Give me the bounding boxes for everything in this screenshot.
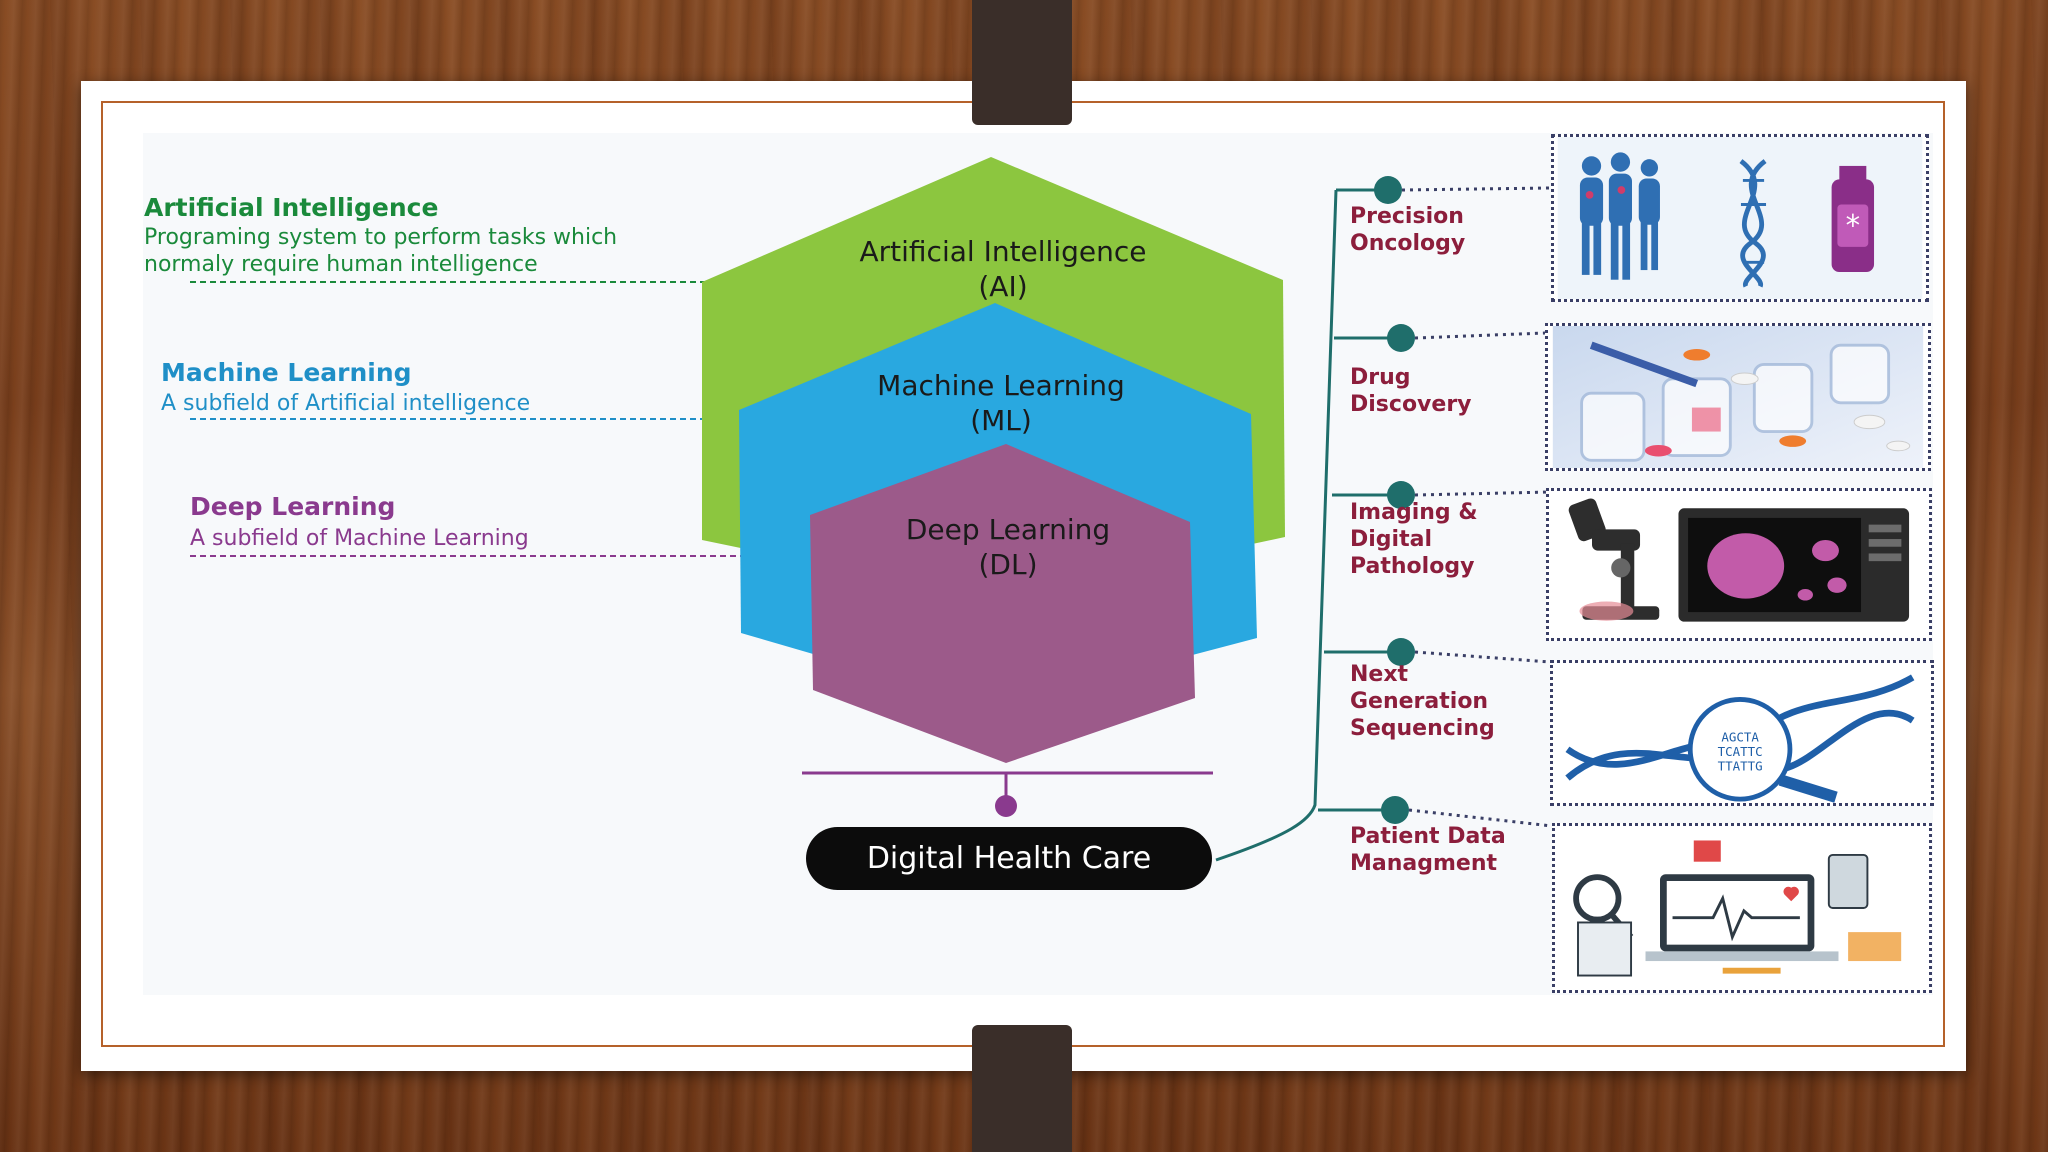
ml-definition-line-1: A subfield of Artificial intelligence bbox=[161, 391, 531, 416]
panel-connector-1 bbox=[1401, 186, 1551, 192]
panel-connector-3 bbox=[1414, 490, 1551, 497]
ai-hexagon-label-line-2: (AI) bbox=[978, 270, 1028, 303]
ai-hexagon-label: Artificial Intelligence (AI) bbox=[793, 234, 1213, 304]
pathology-illustration bbox=[1553, 491, 1925, 638]
dna-icon bbox=[1739, 159, 1767, 288]
app-label-drug-discovery: Drug Discovery bbox=[1350, 365, 1472, 417]
ml-hexagon-label: Machine Learning (ML) bbox=[791, 368, 1211, 438]
dl-definition-title: Deep Learning bbox=[190, 492, 396, 521]
panel-connector-2 bbox=[1414, 331, 1546, 340]
tree-curve bbox=[1215, 189, 1338, 862]
panel-connector-4 bbox=[1414, 650, 1551, 664]
ai-definition-line-1: Programing system to perform tasks which bbox=[144, 225, 618, 250]
blood-bag-icon bbox=[1693, 840, 1721, 862]
app-node-1 bbox=[1374, 176, 1402, 204]
ai-definition-title: Artificial Intelligence bbox=[144, 193, 439, 222]
clipboard-icon bbox=[1577, 921, 1633, 977]
sequence-line-3: TTATTG bbox=[1718, 758, 1763, 773]
patient-data-image bbox=[1552, 823, 1932, 993]
stethoscope-icon bbox=[1573, 874, 1622, 923]
connector-dot bbox=[995, 795, 1017, 817]
dl-hexagon-label-line-2: (DL) bbox=[978, 548, 1038, 581]
svg-text:*: * bbox=[1846, 208, 1860, 242]
patient-data-illustration bbox=[1558, 826, 1926, 990]
app-label-ngs: Next Generation Sequencing bbox=[1350, 662, 1495, 741]
petri-dish-icon bbox=[1579, 601, 1634, 621]
people-icon bbox=[1579, 152, 1660, 280]
ai-hexagon-label-line-1: Artificial Intelligence bbox=[859, 235, 1147, 268]
ml-hexagon-label-line-1: Machine Learning bbox=[877, 369, 1125, 402]
pill-box-icon bbox=[1848, 932, 1902, 962]
drug-discovery-illustration bbox=[1552, 326, 1924, 468]
app-label-imaging-pathology: Imaging & Digital Pathology bbox=[1350, 500, 1478, 579]
app-label-precision-oncology: Precision Oncology bbox=[1350, 204, 1466, 256]
monitor-heartbeat-icon bbox=[1645, 874, 1839, 962]
magnifier-icon bbox=[1687, 697, 1793, 802]
binder-clip-bottom bbox=[972, 1025, 1072, 1152]
app-label-patient-data: Patient Data Managment bbox=[1350, 824, 1506, 876]
oncology-illustration: * bbox=[1557, 137, 1923, 299]
dl-hexagon-label: Deep Learning (DL) bbox=[798, 512, 1218, 582]
pathology-image bbox=[1546, 488, 1932, 641]
app-node-4 bbox=[1387, 638, 1415, 666]
sequence-line-1: AGCTA bbox=[1721, 730, 1759, 745]
drug-discovery-image bbox=[1545, 323, 1931, 471]
sequencing-illustration: AGCTA TCATTC TTATTG bbox=[1557, 663, 1927, 803]
dna-sequencing-image: AGCTA TCATTC TTATTG bbox=[1550, 660, 1934, 806]
app-node-3 bbox=[1387, 481, 1415, 509]
dl-definition-line-1: A subfield of Machine Learning bbox=[190, 526, 529, 551]
dl-hexagon-label-line-1: Deep Learning bbox=[905, 513, 1111, 546]
pills-icon bbox=[1644, 349, 1911, 457]
ml-hexagon-label-line-2: (ML) bbox=[970, 404, 1032, 437]
cell-blob bbox=[1707, 533, 1785, 599]
sequence-line-2: TCATTC bbox=[1718, 744, 1763, 759]
ai-definition-line-2: normaly require human intelligence bbox=[144, 252, 538, 277]
medicine-bottle-icon: * bbox=[1831, 165, 1875, 272]
app-node-5 bbox=[1381, 796, 1409, 824]
oncology-image: * bbox=[1551, 134, 1929, 302]
dl-hexagon bbox=[810, 444, 1195, 763]
app-node-2 bbox=[1387, 324, 1415, 352]
digital-health-care-badge: Digital Health Care bbox=[806, 827, 1212, 890]
ml-definition-title: Machine Learning bbox=[161, 358, 412, 387]
binder-clip-top bbox=[972, 0, 1072, 125]
